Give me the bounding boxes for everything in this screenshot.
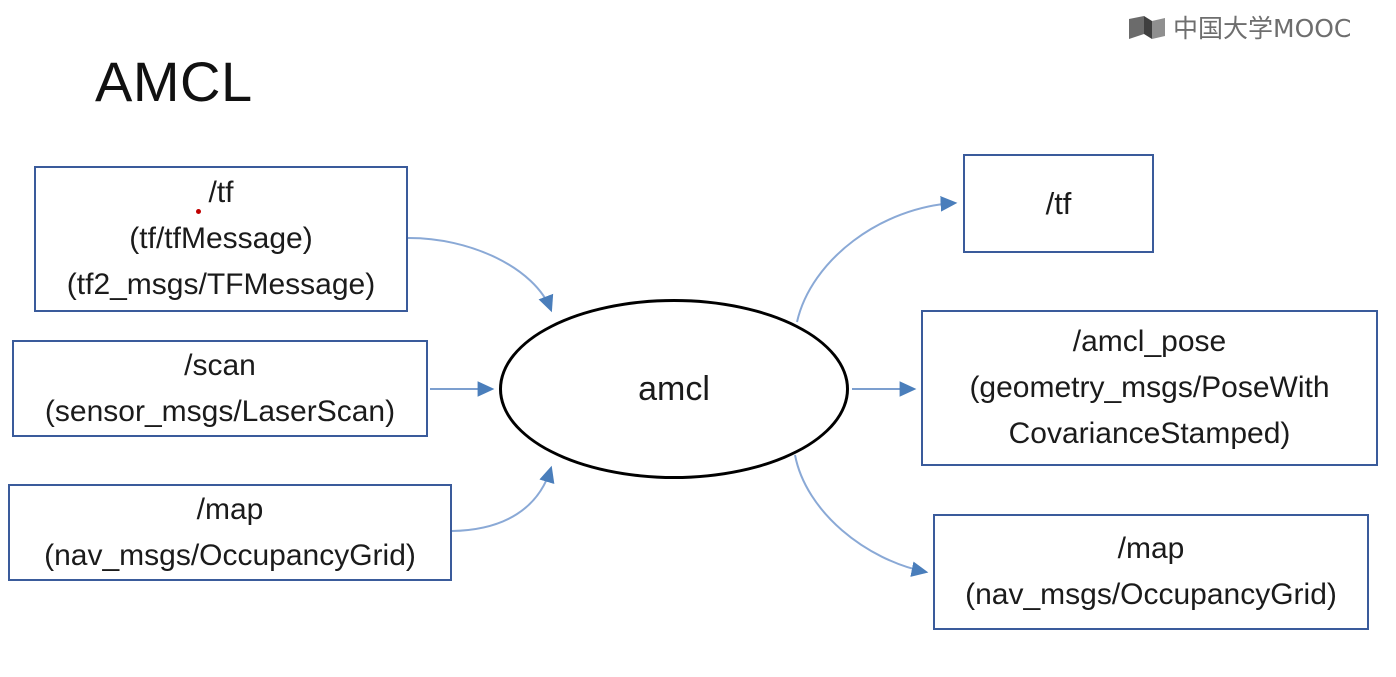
mooc-book-logo-icon (1129, 16, 1165, 39)
topic-box-tf-in[interactable]: /tf (tf/tfMessage) (tf2_msgs/TFMessage) (34, 166, 408, 312)
node-amcl[interactable]: amcl (499, 299, 849, 479)
page-title: AMCL (95, 50, 253, 113)
edge-amcl-to-map-out (794, 454, 929, 577)
topic-box-map-out[interactable]: /map (nav_msgs/OccupancyGrid) (933, 514, 1369, 630)
brand-logo: 中国大学MOOC (1128, 12, 1351, 46)
edge-amcl-to-tf-out (796, 195, 958, 323)
edge-map-in-to-amcl (451, 465, 555, 532)
topic-box-scan[interactable]: /scan (sensor_msgs/LaserScan) (12, 340, 428, 437)
topic-box-amcl-pose[interactable]: /amcl_pose (geometry_msgs/PoseWith Covar… (921, 310, 1378, 466)
topic-box-tf-out[interactable]: /tf (963, 154, 1154, 253)
topic-box-map-in[interactable]: /map (nav_msgs/OccupancyGrid) (8, 484, 452, 581)
brand-text: 中国大学MOOC (1173, 14, 1352, 43)
edge-tf-in-to-amcl (405, 236, 554, 313)
annotation-dot (196, 209, 201, 214)
